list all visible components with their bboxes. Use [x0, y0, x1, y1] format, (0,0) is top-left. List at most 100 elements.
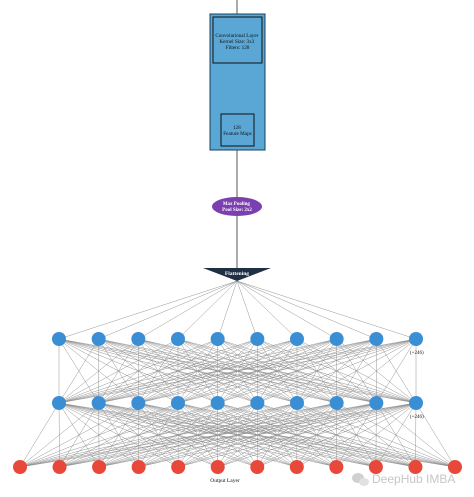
output-neuron: [52, 460, 67, 474]
pool-size: Pool Size: 2x2: [222, 208, 252, 213]
connection-line: [236, 280, 337, 340]
connection-line: [257, 338, 417, 404]
output-neuron: [329, 460, 344, 474]
output-layer-label: Output Layer: [210, 478, 240, 484]
output-layer: [13, 460, 462, 474]
dense1-neuron: [52, 332, 66, 346]
max-pooling-node: [212, 197, 262, 216]
dense2-neuron: [290, 396, 304, 410]
connection-line: [58, 338, 377, 404]
connection-line: [19, 402, 417, 468]
connection-line: [19, 402, 258, 468]
connection-line: [296, 402, 417, 468]
connection-line: [58, 338, 417, 404]
connection-line: [236, 280, 298, 340]
connection-line: [19, 402, 337, 468]
connection-line: [19, 402, 298, 468]
connection-line: [296, 338, 417, 404]
watermark: DeepHub IMBA: [352, 472, 455, 486]
flattening-label: Flattening: [225, 271, 249, 277]
connection-line: [58, 338, 337, 404]
flattening-node: [203, 268, 271, 281]
svg-text:Convolutional Layer Kernel: Convolutional Layer Kernel Size: 3x3 Fil…: [215, 33, 259, 51]
output-neuron: [289, 460, 304, 474]
output-neuron: [131, 460, 146, 474]
output-neuron: [448, 460, 462, 474]
dense1-count-note: (+246): [410, 351, 424, 356]
connection-line: [19, 402, 377, 468]
dense1-neuron: [131, 332, 146, 346]
connection-line: [415, 402, 417, 468]
connection-line: [138, 338, 417, 404]
output-neuron: [13, 460, 27, 474]
output-neuron: [368, 460, 383, 474]
connection-line: [178, 402, 417, 468]
connection-line: [58, 338, 99, 404]
connection-line: [19, 402, 179, 468]
dense2-neuron: [131, 396, 146, 410]
feature-maps-count: 128: [233, 125, 241, 131]
connection-line: [58, 338, 218, 404]
dense1-neuron: [210, 332, 225, 346]
dense2-neuron: [210, 396, 225, 410]
connection-line: [177, 280, 238, 340]
dense2-neuron: [329, 396, 344, 410]
output-neuron: [408, 460, 423, 474]
connection-line: [19, 402, 99, 468]
feature-maps-box: [220, 113, 255, 147]
dense1-dense2-connections: [58, 338, 417, 404]
dense2-neuron: [369, 396, 384, 410]
connection-line: [336, 402, 417, 468]
conv-filters: Filters: 128: [226, 45, 250, 51]
dense2-neuron: [52, 396, 66, 410]
connection-line: [58, 338, 179, 404]
output-neuron: [210, 460, 225, 474]
svg-text:128 Feature Maps: 128 Feature Maps: [223, 125, 251, 137]
output-neuron: [171, 460, 186, 474]
connection-line: [217, 402, 417, 468]
connection-line: [58, 338, 298, 404]
dense2-neuron: [250, 396, 265, 410]
connection-line: [257, 402, 417, 468]
dense2-neuron: [171, 396, 185, 410]
dense1-neuron: [91, 332, 106, 346]
conv-layer-box: [212, 16, 263, 64]
dense-layer-1: [52, 332, 423, 346]
connection-line: [19, 402, 218, 468]
conv-layer-title: Convolutional Layer: [215, 33, 258, 39]
dense2-neuron: [409, 396, 423, 410]
conv-kernel-size: Kernel Size: 3x3: [219, 39, 254, 45]
connection-line: [19, 402, 60, 468]
dense1-neuron: [369, 332, 384, 346]
dense-layer-2: [52, 396, 423, 410]
wechat-icon: [352, 473, 369, 486]
connection-line: [98, 280, 238, 340]
feature-maps-label: Feature Maps: [223, 131, 251, 137]
dense2-neuron: [91, 396, 106, 410]
connection-line: [236, 280, 417, 340]
connection-line: [58, 338, 258, 404]
dense2-output-connections: [19, 402, 456, 468]
connection-line: [177, 338, 417, 404]
connection-line: [236, 280, 258, 340]
output-neuron: [92, 460, 107, 474]
conv-layer-block: [209, 13, 266, 151]
connection-line: [58, 280, 238, 340]
connection-line: [59, 402, 417, 468]
connection-line: [217, 280, 238, 340]
dense1-neuron: [409, 332, 423, 346]
watermark-text: DeepHub IMBA: [372, 472, 455, 486]
connection-line: [138, 280, 238, 340]
dense1-neuron: [329, 332, 344, 346]
connection-line: [376, 338, 417, 404]
output-neuron: [250, 460, 265, 474]
flatten-connections: [58, 280, 417, 340]
connection-line: [236, 280, 377, 340]
connection-line: [19, 402, 139, 468]
dense1-neuron: [250, 332, 265, 346]
connection-line: [98, 338, 417, 404]
connection-line: [217, 338, 417, 404]
connection-line: [99, 402, 417, 468]
connection-line: [58, 338, 139, 404]
